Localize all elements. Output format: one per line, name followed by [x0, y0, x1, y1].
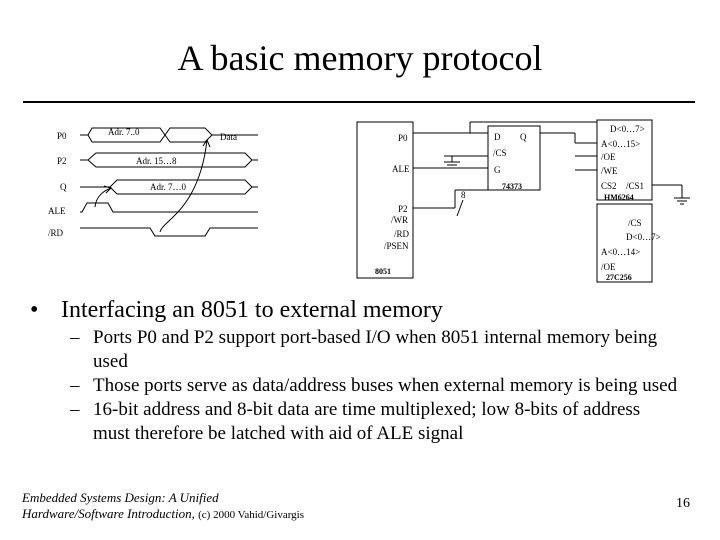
signal-label-p0: P0 [57, 131, 67, 141]
memory-protocol-diagram: P0 P2 Q ALE /RD Adr. 7..0 Data Adr. 15…8… [48, 119, 690, 283]
latch-pin-g: G [494, 165, 501, 175]
p0-waveform [80, 127, 213, 143]
latch-74373-box [487, 125, 541, 191]
rom-pin-oe: /OE [601, 262, 616, 272]
signal-label-q: Q [60, 182, 67, 192]
ram-pin-cs2: CS2 [601, 181, 617, 191]
ram-pin-we: /WE [601, 166, 618, 176]
q-waveform [80, 179, 258, 195]
latch-pin-q: Q [520, 132, 527, 142]
rd-waveform [80, 227, 258, 237]
slide-title: A basic memory protocol [177, 38, 543, 78]
latch-pin-d: D [494, 132, 501, 142]
bus-width-label: 8 [461, 190, 466, 200]
rd-to-p0-arrow [159, 139, 208, 233]
sub-bullet-marker: – [70, 399, 80, 420]
mcu-pin-wr: /WR [391, 215, 408, 225]
ram-pin-oe: /OE [601, 152, 616, 162]
rom-pin-cs: /CS [628, 218, 642, 228]
schematic [356, 119, 690, 283]
signal-label-rd: /RD [48, 228, 64, 238]
sub-bullet: – Ports P0 and P2 support port-based I/O… [70, 326, 680, 374]
latch-pin-cs: /CS [493, 148, 507, 158]
footer-book-title: Hardware/Software Introduction, [22, 506, 195, 521]
ram-pin-cs1: /CS1 [626, 181, 644, 191]
main-bullet-text: Interfacing an 8051 to external memory [61, 297, 443, 323]
p2-waveform [80, 152, 258, 168]
page-number: 16 [676, 496, 690, 511]
ale-to-q-arrowhead [103, 185, 112, 194]
mcu-pin-p0: P0 [398, 133, 408, 143]
sub-bullet-marker: – [70, 375, 80, 396]
p0-data-label: Data [220, 132, 237, 142]
signal-label-ale: ALE [48, 206, 66, 216]
rom-pin-addr: A<0…14> [601, 247, 640, 257]
footer-credit: (c) 2000 Vahid/Givargis [198, 509, 305, 521]
mcu-8051-box [356, 121, 414, 279]
footer-line-1: Embedded Systems Design: A Unified [22, 490, 219, 505]
ale-waveform [80, 202, 258, 213]
ram-hm6264-box [596, 119, 653, 201]
ram-chip-name: HM6264 [604, 193, 634, 202]
p2-address-label: Adr. 15…8 [136, 156, 177, 166]
title-divider [23, 101, 695, 103]
mcu-chip-name: 8051 [375, 267, 391, 276]
ram-pin-data: D<0…7> [610, 124, 645, 134]
mcu-pin-rd: /RD [394, 229, 410, 239]
sub-bullet-list: – Ports P0 and P2 support port-based I/O… [70, 326, 680, 446]
sub-bullet-text: Those ports serve as data/address buses … [93, 375, 678, 396]
p0-address-label: Adr. 7..0 [108, 127, 140, 137]
rom-pin-data: D<0…7> [626, 232, 661, 242]
q-address-label: Adr. 7…0 [150, 182, 187, 192]
footer-line-2: Hardware/Software Introduction, (c) 2000… [22, 506, 304, 523]
rom-27c256-box [596, 203, 653, 283]
rom-chip-name: 27C256 [606, 273, 632, 282]
ram-pin-addr: A<0…15> [601, 139, 640, 149]
rd-to-p0-arrowhead [202, 138, 211, 148]
ale-to-q-arrow [94, 187, 112, 208]
footer-citation: Embedded Systems Design: A Unified Hardw… [22, 490, 304, 523]
latch-chip-name: 74373 [502, 182, 522, 191]
signal-label-p2: P2 [57, 156, 67, 166]
bullet-marker: • [30, 297, 39, 323]
sub-bullet-marker: – [70, 327, 80, 348]
sub-bullet-text: 16-bit address and 8-bit data are time m… [93, 399, 641, 444]
sub-bullet: – 16-bit address and 8-bit data are time… [70, 398, 680, 446]
timing-diagram [80, 127, 258, 237]
sub-bullet-text: Ports P0 and P2 support port-based I/O w… [93, 327, 658, 372]
mcu-pin-ale: ALE [392, 164, 410, 174]
mcu-pin-p2: P2 [398, 204, 408, 214]
sub-bullet: – Those ports serve as data/address buse… [70, 374, 680, 398]
bus-width-slash [456, 199, 464, 217]
mcu-pin-psen: /PSEN [384, 241, 409, 251]
